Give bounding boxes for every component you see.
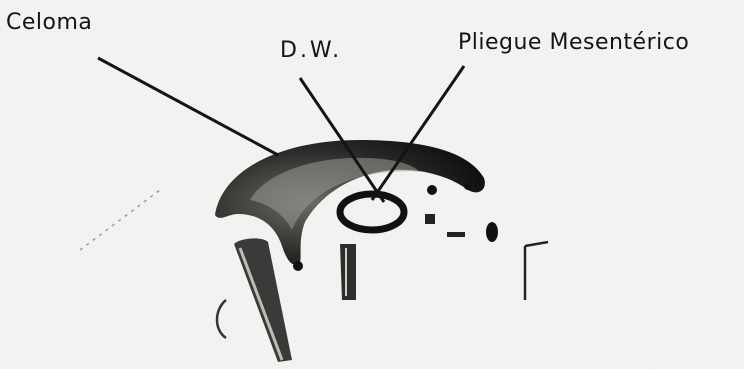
dark-oval-mark [486, 222, 498, 242]
label-celoma: Celoma [6, 10, 92, 35]
label-dw: D.W. [280, 38, 342, 63]
blob-left-fold [427, 185, 437, 195]
small-square-mark [425, 214, 435, 224]
blob-lower-left [293, 261, 303, 271]
blob-right-fold [464, 182, 472, 190]
short-dash-mark [447, 232, 465, 237]
label-pliegue-mesenterico: Pliegue Mesentérico [458, 30, 689, 55]
middle-pillar [340, 244, 356, 300]
